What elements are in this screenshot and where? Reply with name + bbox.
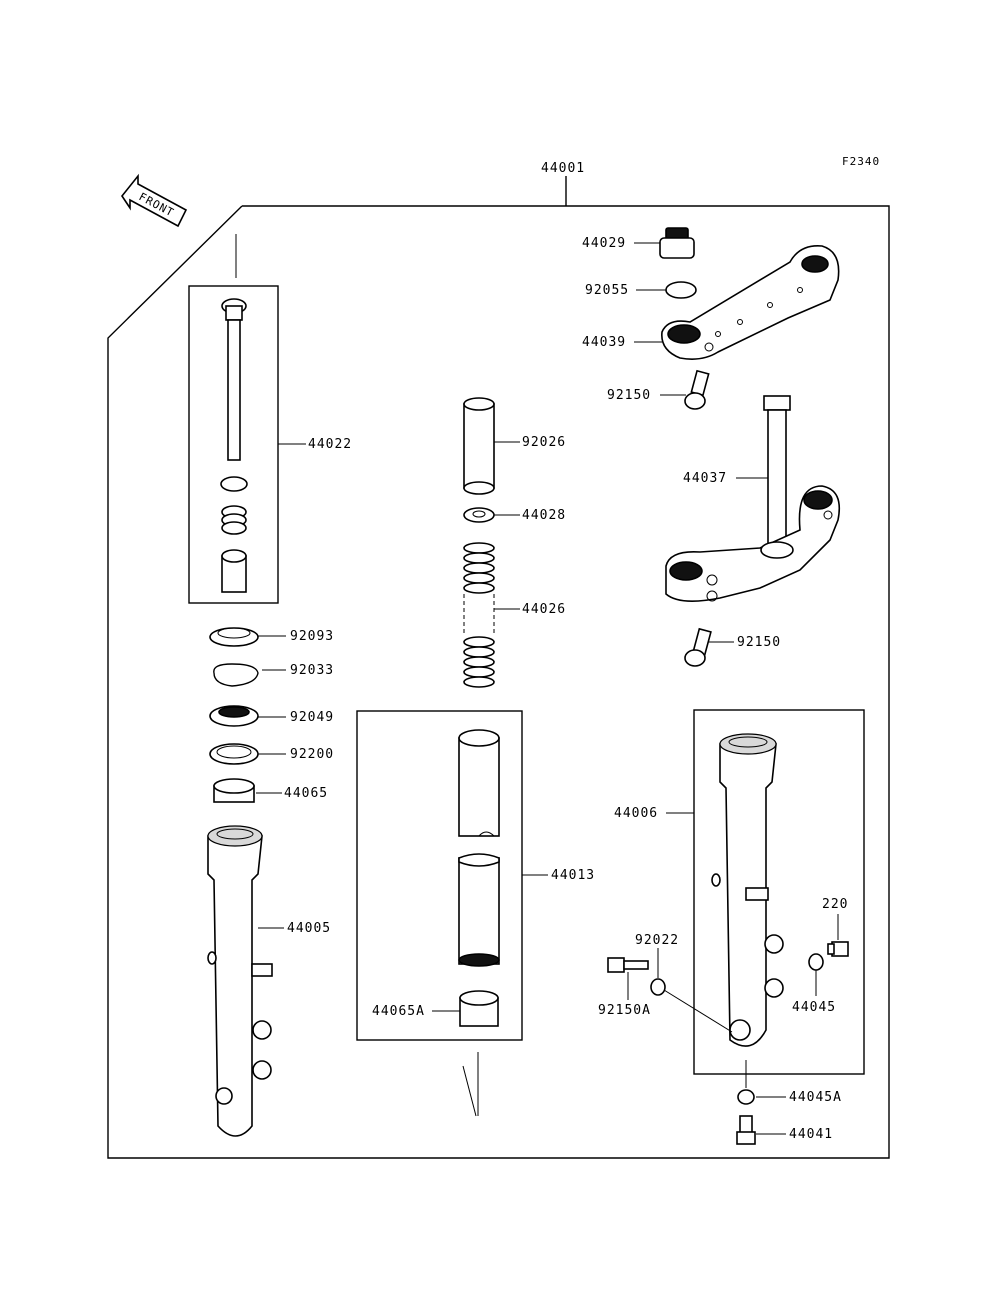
part-number-44037: 44037 [683,471,727,486]
damper-rod-44022 [220,298,248,593]
guide-bush-44065 [213,778,255,803]
assembly-boundary [107,176,890,1159]
washer-44045A [737,1089,755,1105]
part-number-44006: 44006 [614,806,658,821]
part-number-44039: 44039 [582,335,626,350]
part-number-44065A: 44065A [372,1004,425,1019]
figure-code: F2340 [842,155,880,168]
part-number-44013: 44013 [551,868,595,883]
outer-tube-44006 [711,733,784,1047]
bolt-92150-lower [684,627,712,667]
o-ring-92055 [665,281,697,299]
part-number-92150A: 92150A [598,1003,651,1018]
part-number-92055: 92055 [585,283,629,298]
part-number-44028: 44028 [522,508,566,523]
inner-tube-44013 [458,729,500,967]
outer-tube-right-box [693,709,865,1075]
part-number-92093: 92093 [290,629,334,644]
front-arrow-icon: FRONT [121,173,188,228]
part-number-44005: 44005 [287,921,331,936]
part-number-220: 220 [822,897,848,912]
cap-bolt-44029 [659,227,695,259]
bolt-92150A [607,957,649,973]
part-number-92026: 92026 [522,435,566,450]
upper-bracket-44039 [661,245,840,360]
outer-tube-44005 [207,825,273,1137]
part-number-44026: 44026 [522,602,566,617]
bolt-44041 [736,1115,756,1145]
part-number-92150-lower: 92150 [737,635,781,650]
circlip-92033 [213,663,259,687]
part-number-44001: 44001 [541,161,585,176]
slide-bush-44065A [459,990,499,1027]
oil-seal-92049 [209,705,259,727]
part-number-92033: 92033 [290,663,334,678]
part-number-44045A: 44045A [789,1090,842,1105]
part-number-44022: 44022 [308,437,352,452]
part-number-92022: 92022 [635,933,679,948]
steering-stem-44037 [665,395,841,602]
bolt-92150-upper [684,369,710,410]
washer-92022 [650,978,666,996]
part-number-44045: 44045 [792,1000,836,1015]
part-number-92049: 92049 [290,710,334,725]
part-number-92200: 92200 [290,747,334,762]
part-number-44065: 44065 [284,786,328,801]
screw-220 [827,941,849,957]
washer-44028 [463,507,495,523]
fork-spring-44026 [463,542,495,688]
part-number-44029: 44029 [582,236,626,251]
spacer-pipe-92026 [463,397,495,495]
washer-44045 [808,953,824,971]
part-number-44041: 44041 [789,1127,833,1142]
washer-92200 [209,743,259,765]
dust-seal-92093 [209,627,259,647]
part-number-92150-upper: 92150 [607,388,651,403]
